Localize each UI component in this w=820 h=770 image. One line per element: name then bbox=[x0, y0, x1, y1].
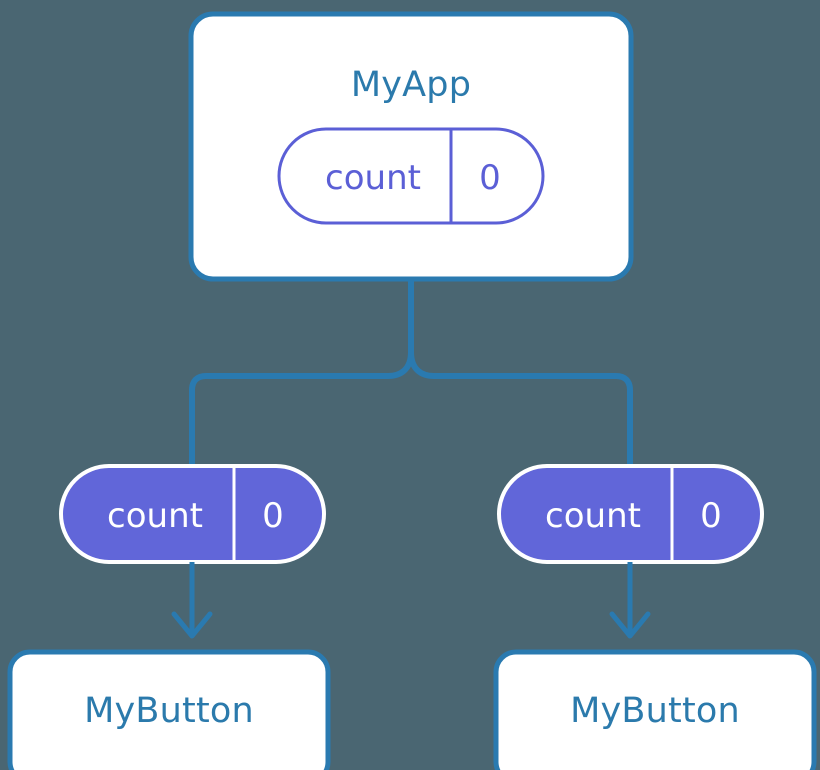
myapp-state-value: 0 bbox=[479, 158, 501, 198]
myapp-state-name: count bbox=[325, 158, 421, 198]
right-arrow-head-icon bbox=[609, 611, 651, 639]
myapp-state-pill[interactable]: count 0 bbox=[277, 127, 545, 225]
connector-left-branch bbox=[189, 351, 414, 466]
node-right-mybutton[interactable]: MyButton bbox=[493, 649, 817, 770]
myapp-box[interactable] bbox=[188, 11, 634, 282]
arrow-group bbox=[171, 562, 651, 639]
right-arrow bbox=[609, 562, 651, 639]
left-prop-pill[interactable]: count 0 bbox=[59, 464, 326, 564]
left-mybutton-label: MyButton bbox=[84, 691, 254, 731]
connector-right-branch bbox=[408, 351, 633, 466]
node-myapp[interactable]: MyApp count 0 bbox=[188, 11, 634, 282]
right-prop-name: count bbox=[545, 496, 641, 536]
left-arrow-head-icon bbox=[171, 611, 213, 639]
right-prop-value: 0 bbox=[700, 496, 722, 536]
right-mybutton-label: MyButton bbox=[570, 691, 740, 731]
left-prop-value: 0 bbox=[262, 496, 284, 536]
node-left-mybutton[interactable]: MyButton bbox=[7, 649, 331, 770]
left-prop-name: count bbox=[107, 496, 203, 536]
myapp-state-pill-body[interactable] bbox=[277, 127, 545, 225]
myapp-label: MyApp bbox=[351, 65, 471, 105]
right-mybutton-box[interactable] bbox=[493, 649, 817, 770]
left-arrow bbox=[171, 562, 213, 639]
right-prop-pill[interactable]: count 0 bbox=[497, 464, 764, 564]
connector-group bbox=[189, 279, 633, 466]
left-mybutton-box[interactable] bbox=[7, 649, 331, 770]
